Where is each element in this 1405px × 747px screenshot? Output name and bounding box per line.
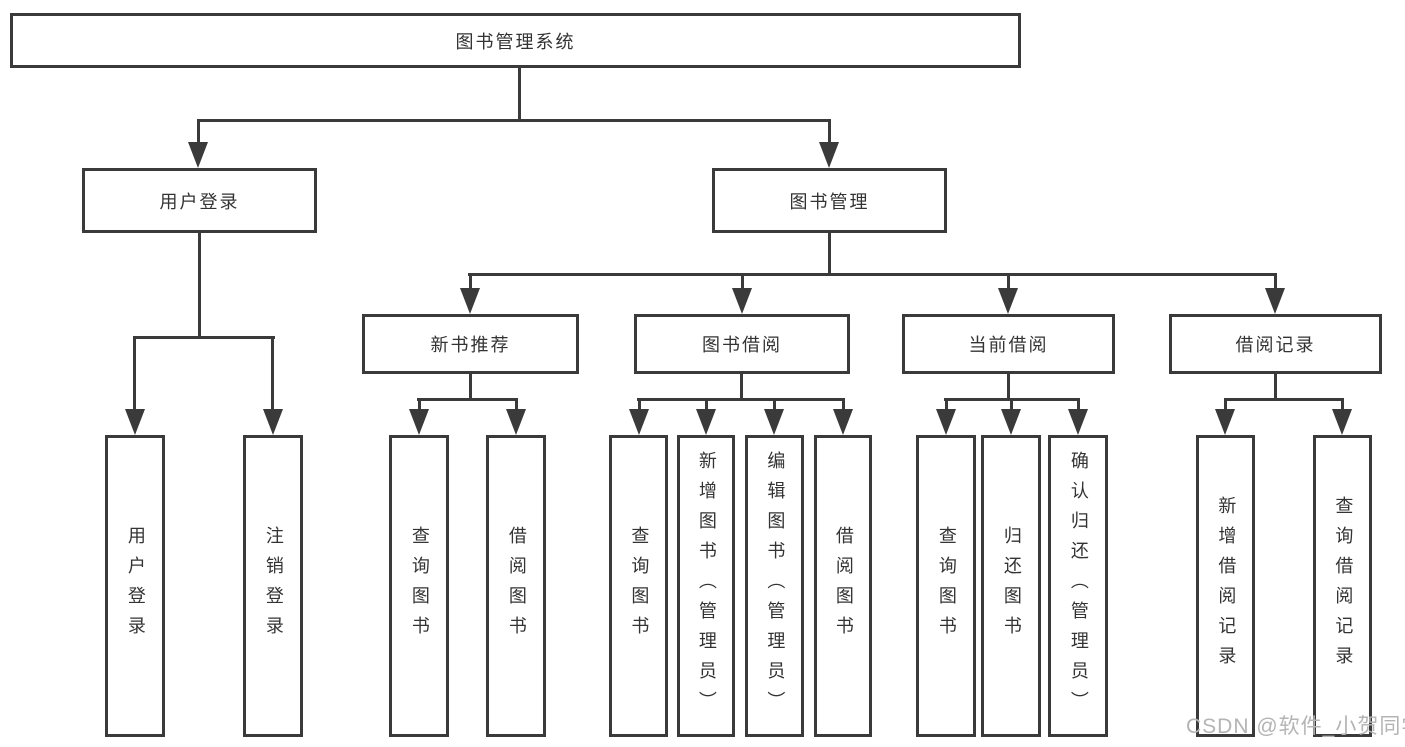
arrowhead-down-icon (125, 409, 145, 435)
arrowhead-down-icon (1332, 409, 1352, 435)
connector-cb-stem (1007, 374, 1010, 401)
arrowhead-down-icon (1215, 409, 1235, 435)
connector-bb-drop-3 (773, 398, 776, 414)
connector-br-rail (1224, 398, 1344, 401)
connector-book-mgmt-drop-3 (1007, 273, 1010, 293)
leaf-bb-query-books-label: 查询图书 (629, 526, 650, 646)
arrowhead-down-icon (732, 288, 752, 314)
connector-bb-drop-4 (842, 398, 845, 414)
arrowhead-down-icon (998, 288, 1018, 314)
leaf-bb-edit-books-admin: 编辑图书（管理员） (745, 435, 804, 737)
connector-nbr-drop-1 (418, 398, 421, 414)
node-user-login: 用户登录 (82, 168, 317, 233)
connector-root-stem (518, 68, 521, 122)
connector-root-drop-right (828, 119, 831, 149)
connector-br-drop-2 (1341, 398, 1344, 414)
leaf-nbr-borrow-books: 借阅图书 (486, 435, 546, 737)
leaf-user-login-label: 用户登录 (125, 526, 146, 646)
connector-book-mgmt-drop-2 (741, 273, 744, 293)
arrowhead-down-icon (696, 409, 716, 435)
leaf-br-query-borrow-record: 查询借阅记录 (1313, 435, 1372, 737)
arrowhead-down-icon (460, 288, 480, 314)
connector-user-login-drop-2 (271, 336, 274, 414)
arrowhead-down-icon (506, 409, 526, 435)
leaf-bb-query-books: 查询图书 (609, 435, 668, 737)
connector-cb-drop-1 (945, 398, 948, 414)
arrowhead-down-icon (764, 409, 784, 435)
node-current-borrowing-label: 当前借阅 (968, 335, 1049, 355)
connector-user-login-rail (133, 336, 275, 339)
connector-user-login-stem (198, 233, 201, 339)
connector-br-stem (1274, 374, 1277, 401)
leaf-logout-label: 注销登录 (263, 526, 284, 646)
node-book-management: 图书管理 (712, 168, 947, 233)
leaf-bb-add-books-admin-label: 新增图书（管理员） (696, 451, 717, 721)
arrowhead-down-icon (1001, 409, 1021, 435)
arrowhead-down-icon (188, 142, 208, 168)
arrowhead-down-icon (833, 409, 853, 435)
connector-book-mgmt-drop-4 (1274, 273, 1277, 293)
leaf-br-query-borrow-record-label: 查询借阅记录 (1333, 496, 1354, 676)
node-user-login-label: 用户登录 (159, 191, 240, 212)
arrowhead-down-icon (409, 409, 429, 435)
leaf-nbr-query-books-label: 查询图书 (409, 526, 430, 646)
leaf-logout: 注销登录 (243, 435, 303, 737)
leaf-bb-add-books-admin: 新增图书（管理员） (677, 435, 735, 737)
leaf-cb-query-books: 查询图书 (916, 435, 976, 737)
leaf-nbr-query-books: 查询图书 (389, 435, 449, 737)
connector-cb-drop-3 (1077, 398, 1080, 414)
connector-book-mgmt-rail (468, 273, 1277, 276)
leaf-bb-borrow-books: 借阅图书 (814, 435, 872, 737)
arrowhead-down-icon (936, 409, 956, 435)
connector-bb-drop-1 (638, 398, 641, 414)
node-new-book-recommendation-label: 新书推荐 (430, 335, 511, 355)
node-book-borrowing-label: 图书借阅 (702, 335, 782, 355)
connector-root-drop-left (197, 119, 200, 149)
node-root-label: 图书管理系统 (455, 31, 576, 52)
node-root: 图书管理系统 (10, 13, 1021, 68)
connector-root-rail (197, 119, 831, 122)
leaf-user-login: 用户登录 (105, 435, 165, 737)
leaf-cb-query-books-label: 查询图书 (936, 526, 957, 646)
leaf-bb-borrow-books-label: 借阅图书 (833, 526, 854, 646)
connector-book-mgmt-drop-1 (469, 273, 472, 293)
connector-book-mgmt-stem (828, 233, 831, 276)
arrowhead-down-icon (1068, 409, 1088, 435)
leaf-cb-confirm-return-admin: 确认归还（管理员） (1048, 435, 1108, 737)
leaf-br-add-borrow-record-label: 新增借阅记录 (1216, 496, 1237, 676)
leaf-bb-edit-books-admin-label: 编辑图书（管理员） (765, 451, 786, 721)
connector-cb-drop-2 (1010, 398, 1013, 414)
leaf-cb-return-books-label: 归还图书 (1001, 526, 1022, 646)
arrowhead-down-icon (263, 409, 283, 435)
connector-nbr-drop-2 (515, 398, 518, 414)
node-borrowing-records: 借阅记录 (1169, 314, 1382, 374)
leaf-cb-confirm-return-admin-label: 确认归还（管理员） (1068, 451, 1089, 721)
node-borrowing-records-label: 借阅记录 (1235, 335, 1316, 355)
connector-nbr-stem (469, 374, 472, 401)
node-current-borrowing: 当前借阅 (902, 314, 1115, 374)
connector-user-login-drop-1 (133, 336, 136, 414)
arrowhead-down-icon (629, 409, 649, 435)
connector-br-drop-1 (1224, 398, 1227, 414)
arrowhead-down-icon (819, 142, 839, 168)
leaf-nbr-borrow-books-label: 借阅图书 (506, 526, 527, 646)
node-book-management-label: 图书管理 (789, 191, 870, 212)
watermark: CSDN @软件_小贺同学 (1186, 715, 1405, 738)
connector-nbr-rail (417, 398, 518, 401)
leaf-cb-return-books: 归还图书 (981, 435, 1041, 737)
leaf-br-add-borrow-record: 新增借阅记录 (1196, 435, 1255, 737)
arrowhead-down-icon (1265, 288, 1285, 314)
node-book-borrowing: 图书借阅 (634, 314, 850, 374)
connector-bb-rail (637, 398, 845, 401)
connector-bb-stem (740, 374, 743, 401)
node-new-book-recommendation: 新书推荐 (362, 314, 579, 374)
connector-bb-drop-2 (705, 398, 708, 414)
